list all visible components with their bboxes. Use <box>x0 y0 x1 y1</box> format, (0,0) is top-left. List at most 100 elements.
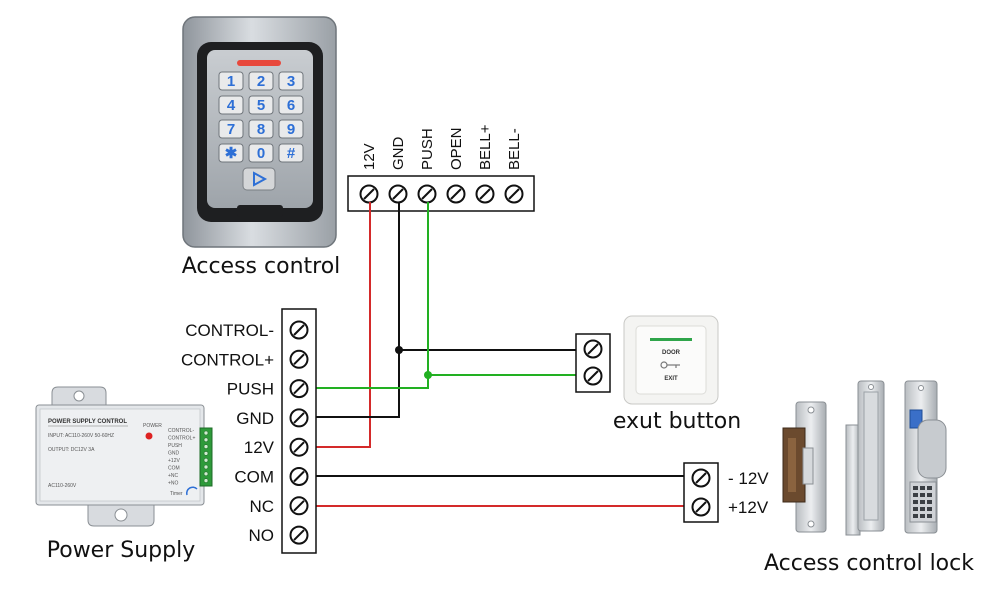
keypad-terminal-screw-icon <box>446 184 466 204</box>
keypad-terminal-label: OPEN <box>448 127 465 170</box>
psu-unit-side-label: PUSH <box>168 443 182 449</box>
psu-green-terminal <box>199 427 213 487</box>
psu-terminal-screw-icon <box>289 320 309 340</box>
psu-green-terminal-screw <box>203 430 209 436</box>
caption-power-supply: Power Supply <box>47 538 195 563</box>
lock-terminal-label: - 12V <box>728 469 769 488</box>
exit-button-line1: DOOR <box>662 350 681 356</box>
psu-terminal-screw-icon <box>289 379 309 399</box>
keypad-key <box>218 71 244 91</box>
psu-unit-side-label: +NO <box>168 481 179 487</box>
exit-terminal-screw-icon <box>583 366 603 386</box>
psu-terminal-screw-icon <box>289 408 309 428</box>
psu-unit-side-label: +NC <box>168 473 179 479</box>
psu-terminal-label: PUSH <box>227 380 274 399</box>
psu-terminal-screw-icon <box>289 437 309 457</box>
psu-terminal-label: CONTROL- <box>185 321 274 340</box>
exit-button-device: DOOR EXIT <box>623 315 719 405</box>
psu-unit-output: OUTPUT: DC12V 3A <box>48 447 95 453</box>
psu-terminal-block: CONTROL- CONTROL+ PUSH GND 12V COM NC NO <box>181 308 317 554</box>
lock-vent <box>913 493 918 497</box>
keypad-terminal-screw-icon <box>504 184 524 204</box>
psu-unit-power-label: POWER <box>143 423 162 429</box>
lock-vent <box>913 486 918 490</box>
keypad-terminal-label: PUSH <box>419 128 436 170</box>
psu-green-terminal-screw <box>203 464 209 470</box>
lock-terminal-screw-icon <box>691 468 711 488</box>
lock-vent <box>920 500 925 504</box>
keypad-key-label: 0 <box>257 145 265 162</box>
lock-terminal-screw-icon <box>691 497 711 517</box>
psu-terminal-label: NC <box>249 497 274 516</box>
drop-bolt-lock <box>904 380 947 534</box>
keypad-key <box>248 71 274 91</box>
psu-terminal-label: COM <box>234 468 274 487</box>
keypad-key-label: # <box>287 145 296 162</box>
keypad-terminal-label: BELL- <box>506 128 523 170</box>
keypad-key <box>278 143 304 163</box>
psu-unit-side-label: CONTROL+ <box>168 436 195 442</box>
keypad-key <box>218 119 244 139</box>
psu-terminal-label: GND <box>236 409 274 428</box>
keypad-key-label: 5 <box>257 97 265 114</box>
lock-terminal-block: - 12V+12V <box>683 462 769 523</box>
keypad-key-label: 9 <box>287 121 295 138</box>
wire-gnd <box>301 202 400 418</box>
power-led-icon <box>145 432 153 440</box>
lock-vent <box>913 500 918 504</box>
keypad-key <box>248 119 274 139</box>
psu-green-terminal-screw <box>203 457 209 463</box>
lock-vent <box>927 507 932 511</box>
psu-unit-side-label: GND <box>168 451 180 457</box>
lock-vent <box>920 514 925 518</box>
timer-knob-icon <box>185 486 198 496</box>
caption-exit-button: exut button <box>613 409 741 434</box>
lock-vent <box>927 514 932 518</box>
psu-terminal-label: CONTROL+ <box>181 350 274 369</box>
lock-vent <box>927 486 932 490</box>
psu-unit-title: POWER SUPPLY CONTROL <box>48 419 127 425</box>
psu-terminal-screw-icon <box>289 525 309 545</box>
junction-gnd <box>395 346 403 354</box>
key-icon <box>660 361 680 369</box>
psu-terminal-label: 12V <box>244 438 275 457</box>
exit-led-icon <box>650 338 692 341</box>
psu-unit-side-label: +12V <box>168 458 180 464</box>
keypad-terminal-label: BELL+ <box>477 124 494 170</box>
psu-green-terminal-screw <box>203 444 209 449</box>
keypad-terminal-screw-icon <box>417 184 437 204</box>
keypad-terminal-screw-icon <box>475 184 495 204</box>
wire-12v <box>301 202 371 448</box>
lock-vent <box>920 507 925 511</box>
keypad-terminal-label: 12V <box>361 143 378 170</box>
keypad-key-label: ✱ <box>225 145 238 162</box>
psu-terminal-screw-icon <box>289 467 309 486</box>
keypad-key-label: 7 <box>227 121 235 138</box>
psu-terminal-label: NO <box>249 526 275 545</box>
power-supply-unit: POWER SUPPLY CONTROL INPUT: AC110-260V 5… <box>35 386 213 527</box>
keypad-key <box>278 119 304 139</box>
psu-terminal-screw-icon <box>289 349 309 369</box>
psu-terminal-screw-icon <box>289 496 309 516</box>
psu-unit-timer: Timer <box>170 491 183 497</box>
keypad-key-label: 6 <box>287 97 295 114</box>
lock-vent <box>913 507 918 511</box>
keypad-key-label: 4 <box>227 97 236 114</box>
keypad-terminal-screw-icon <box>388 184 408 204</box>
electric-strike-lock <box>782 401 827 533</box>
lock-vent <box>927 493 932 497</box>
psu-unit-ac: AC110-260V <box>48 483 77 489</box>
lock-vent <box>920 493 925 497</box>
lock-vent <box>920 486 925 490</box>
psu-unit-side-label: CONTROL- <box>168 428 194 434</box>
caption-lock: Access control lock <box>764 551 974 576</box>
magnetic-bolt-lock <box>845 380 885 536</box>
status-led-icon <box>237 60 281 66</box>
psu-green-terminal-screw <box>203 451 209 456</box>
exit-button-line2: EXIT <box>664 376 678 382</box>
keypad-key-label: 1 <box>227 73 235 90</box>
lock-vent <box>927 500 932 504</box>
